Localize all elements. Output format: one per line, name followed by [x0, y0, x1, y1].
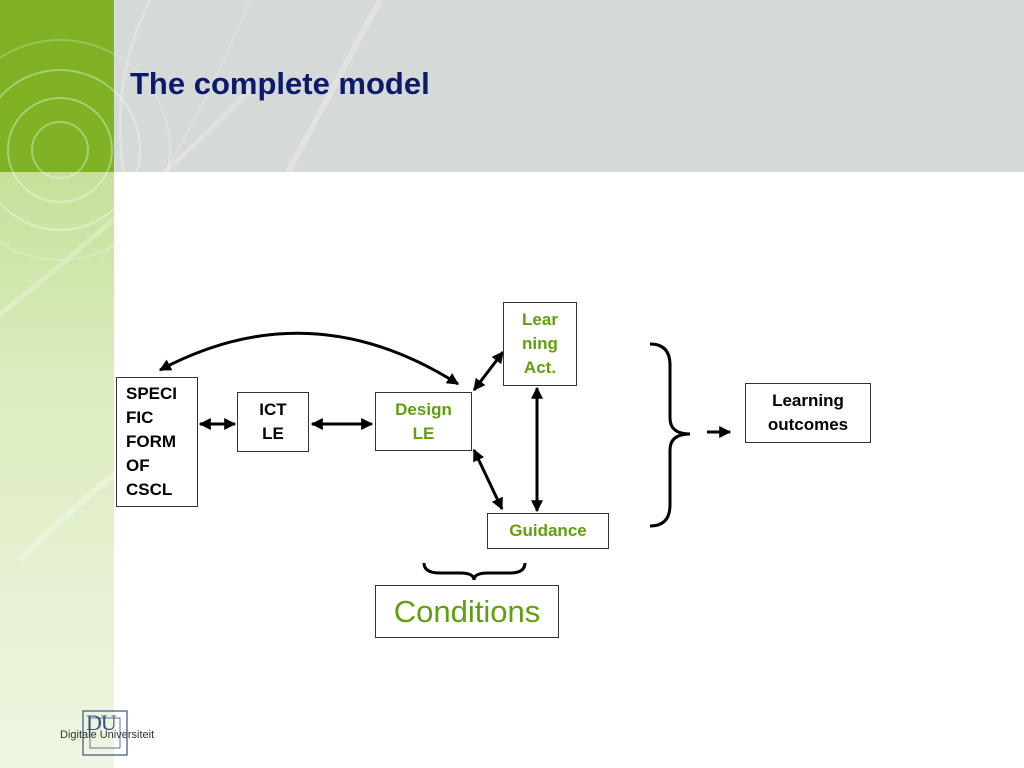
arrow-design-learning	[472, 351, 505, 391]
arc-arrow-design-to-specific	[158, 331, 460, 386]
logo-name-text: Digitale Universiteit	[60, 729, 155, 741]
slide-title: The complete model	[130, 66, 430, 101]
bottom-curly-brace	[422, 562, 527, 581]
design-le-box: Design LE	[375, 392, 472, 451]
digitale-universiteit-logo: DU Digitale Universiteit	[58, 708, 170, 758]
guidance-label: Guidance	[509, 521, 587, 540]
design-le-line: LE	[412, 423, 435, 443]
learning-act-line: ning	[522, 334, 558, 353]
header-band	[114, 0, 1024, 172]
specific-form-line: OF	[126, 456, 150, 475]
right-curly-brace	[649, 342, 691, 528]
specific-form-line: SPECI	[126, 384, 178, 403]
learning-act-line: Lear	[522, 310, 558, 329]
guidance-box: Guidance	[487, 513, 609, 549]
left-accent-bar-top	[0, 0, 114, 172]
logo-square-icon	[82, 710, 128, 756]
learning-outcomes-line: Learning	[772, 391, 844, 410]
learning-act-box: Lear ning Act.	[503, 302, 577, 386]
learning-outcomes-box: Learning outcomes	[745, 383, 871, 443]
ict-le-box: ICT LE	[237, 392, 309, 452]
learning-outcomes-line: outcomes	[767, 415, 849, 434]
specific-form-line: FORM	[126, 432, 177, 451]
design-le-line: Design	[395, 399, 452, 419]
conditions-box: Conditions	[375, 585, 559, 638]
conditions-label: Conditions	[393, 593, 541, 629]
arrow-design-guidance	[472, 448, 504, 511]
specific-form-line: CSCL	[126, 480, 173, 499]
left-accent-bar-bottom	[0, 172, 114, 768]
specific-form-line: FIC	[126, 408, 154, 427]
specific-form-of-cscl-box: SPECI FIC FORM OF CSCL	[116, 377, 198, 507]
ict-le-line: ICT	[259, 400, 287, 419]
learning-act-line: Act.	[523, 358, 557, 377]
logo-mark-text: DU	[86, 710, 117, 735]
ict-le-line: LE	[262, 424, 284, 443]
